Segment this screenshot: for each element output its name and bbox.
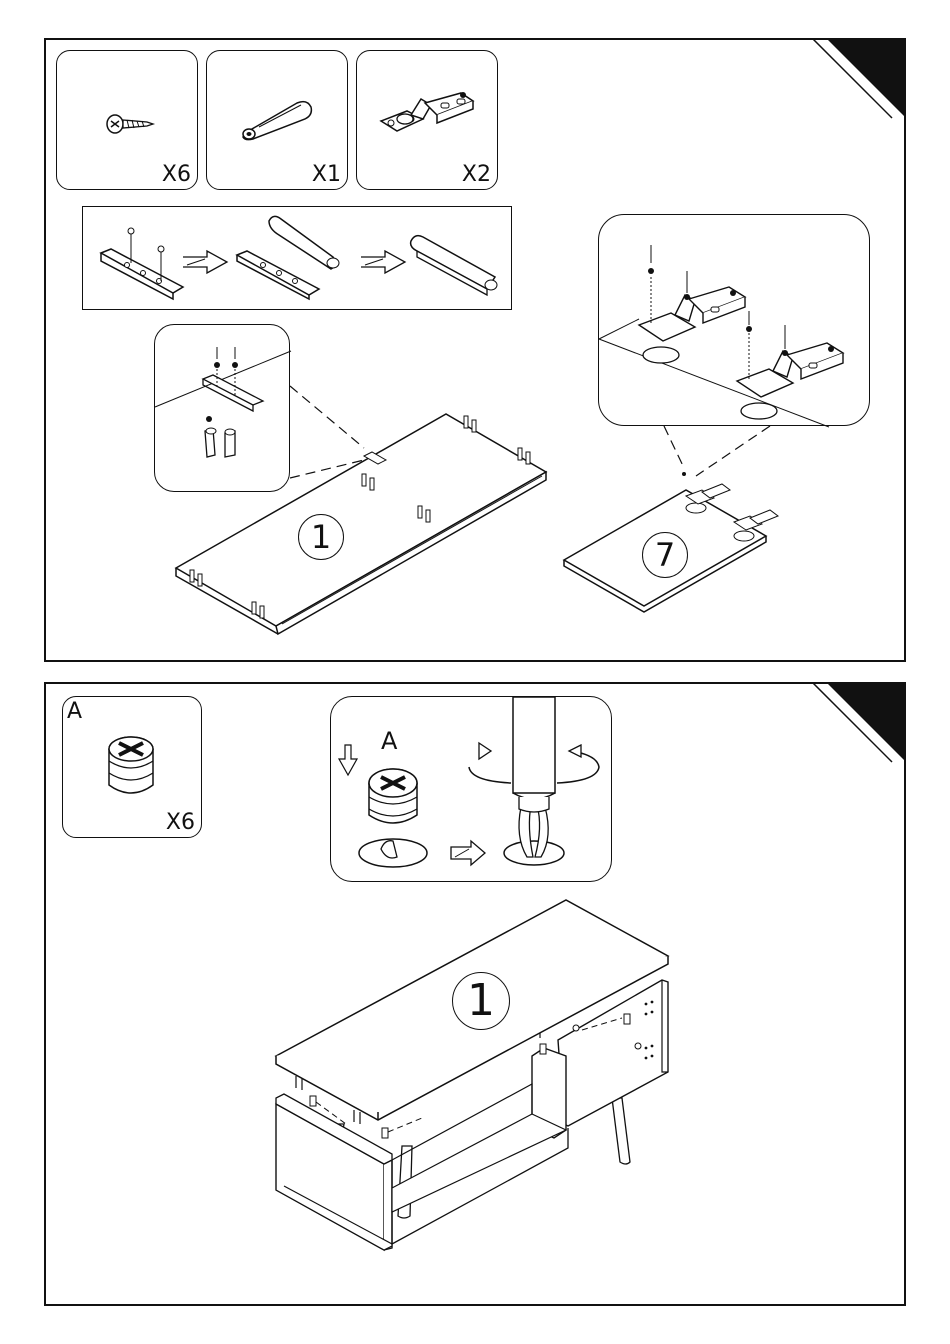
assembly-panel-1: X6 X1 X2 [44,38,906,662]
step-number: 1 [452,972,510,1030]
assembly-panel-2: A X6 A [44,682,906,1306]
step-number: 7 [642,532,688,578]
panel-board-7 [46,40,906,662]
